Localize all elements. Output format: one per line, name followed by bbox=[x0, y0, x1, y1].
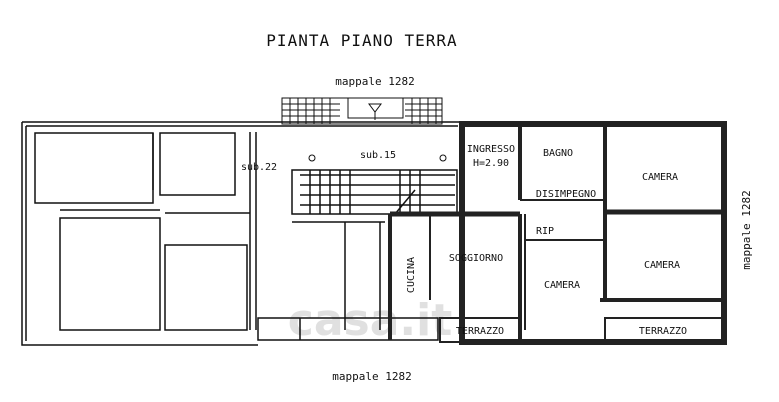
label-terrazzo-right: TERRAZZO bbox=[639, 326, 687, 337]
label-bagno: BAGNO bbox=[543, 148, 573, 159]
label-cucina: CUCINA bbox=[406, 257, 417, 293]
plan-title: PIANTA PIANO TERRA bbox=[266, 31, 457, 50]
label-sub22: sub.22 bbox=[241, 162, 277, 173]
building-outline bbox=[21, 121, 463, 346]
label-terrazzo-left: TERRAZZO bbox=[456, 326, 504, 337]
mappale-top-label: mappale 1282 bbox=[335, 75, 414, 88]
apartment-walls bbox=[388, 121, 727, 345]
label-ingresso-height: H=2.90 bbox=[473, 158, 509, 169]
label-rip: RIP bbox=[536, 226, 554, 237]
label-soggiorno: SOGGIORNO bbox=[449, 253, 503, 264]
label-camera-mid: CAMERA bbox=[544, 280, 580, 291]
light-points bbox=[308, 154, 447, 162]
label-disimpegno: DISIMPEGNO bbox=[536, 189, 596, 200]
label-camera-right: CAMERA bbox=[644, 260, 680, 271]
mappale-bottom-label: mappale 1282 bbox=[332, 370, 411, 383]
label-camera-top: CAMERA bbox=[642, 172, 678, 183]
watermark: casa.it bbox=[288, 295, 452, 346]
entrance-stairs bbox=[281, 97, 443, 125]
label-sub15: sub.15 bbox=[360, 150, 396, 161]
label-ingresso: INGRESSO bbox=[467, 144, 515, 155]
mappale-right-label: mappale 1282 bbox=[740, 190, 753, 269]
level-marker-icon bbox=[368, 103, 382, 120]
